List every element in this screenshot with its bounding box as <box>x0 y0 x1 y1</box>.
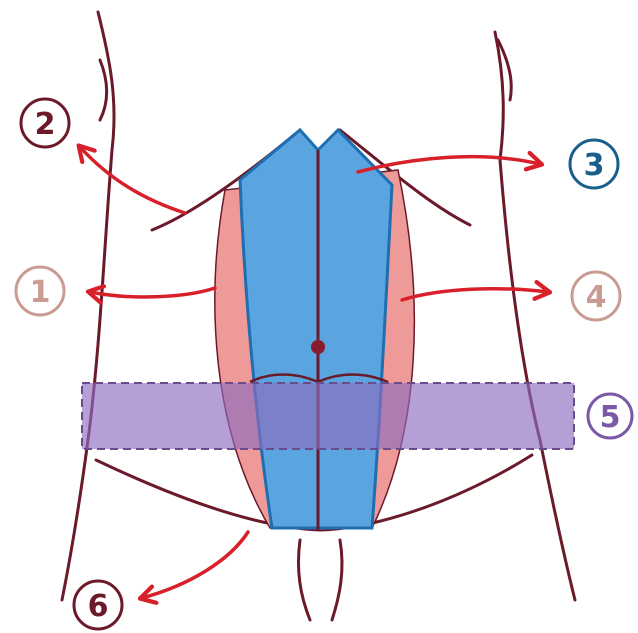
label-5: 5 <box>588 394 632 438</box>
label-3: 3 <box>570 140 618 188</box>
arrow-to-2 <box>80 147 185 213</box>
rectus-abdominis <box>240 130 392 528</box>
right-side-line <box>495 32 575 600</box>
transversus-band <box>82 383 574 449</box>
arrow-to-1 <box>90 288 215 297</box>
left-arm-line <box>100 60 107 120</box>
label-1-text: 1 <box>30 275 51 310</box>
navel-dot <box>311 340 325 354</box>
right-leg-line <box>332 540 342 620</box>
left-leg-line <box>298 540 310 620</box>
arrow-to-3 <box>358 157 540 172</box>
label-5-text: 5 <box>600 400 621 435</box>
label-6: 6 <box>74 581 122 629</box>
label-2: 2 <box>21 99 69 147</box>
label-3-text: 3 <box>584 148 605 183</box>
label-1: 1 <box>16 267 64 315</box>
arrow-to-6 <box>142 532 248 598</box>
label-4: 4 <box>572 272 620 320</box>
label-6-text: 6 <box>88 589 109 624</box>
label-4-text: 4 <box>586 280 607 315</box>
arrow-to-4 <box>402 289 548 300</box>
label-2-text: 2 <box>35 107 56 142</box>
